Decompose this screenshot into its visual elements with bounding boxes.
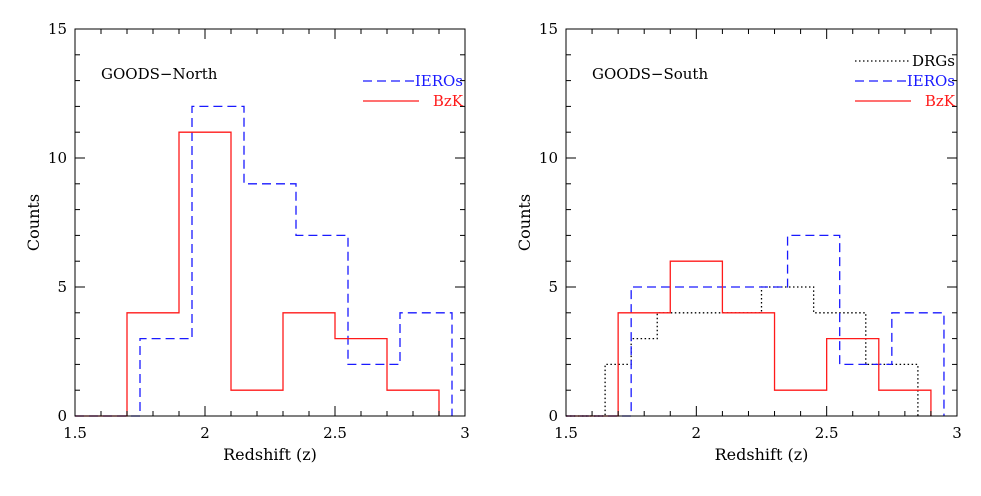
x-tick-label: 1.5 [554,424,578,442]
y-tick-label: 10 [48,149,67,167]
panel-annotation: GOODS−South [592,65,708,83]
x-tick-label: 3 [952,424,962,442]
series-bzk-line [75,131,440,417]
panel-annotation: GOODS−North [101,65,218,83]
y-tick-label: 5 [548,278,558,296]
plot-frame [565,28,958,417]
y-tick-label: 10 [539,149,558,167]
x-tick-label: 1.5 [63,424,87,442]
y-tick-label: 0 [548,407,558,425]
x-tick-label: 2 [692,424,702,442]
legend-label-ieros: IEROs [415,72,463,90]
x-tick-label: 3 [460,424,470,442]
x-tick-label: 2 [200,424,210,442]
legend-label-drgs: DRGs [912,52,955,70]
legend-label-ieros: IEROs [907,72,955,90]
x-tick-label: 2.5 [323,424,347,442]
series-bzk-line [566,260,932,417]
series-ieros-line [566,234,945,417]
plot-frame [74,28,466,417]
y-axis-label: Counts [515,194,534,251]
x-axis-label: Redshift (z) [715,445,809,464]
x-axis-label: Redshift (z) [223,445,317,464]
y-tick-label: 15 [539,20,558,38]
series-ieros-line [75,105,453,417]
x-tick-label: 2.5 [815,424,839,442]
y-axis-label: Counts [24,194,43,251]
y-tick-label: 5 [57,278,67,296]
series-drgs-line [566,286,919,417]
y-tick-label: 15 [48,20,67,38]
y-tick-label: 0 [57,407,67,425]
legend-label-bzk: BzK [433,92,464,110]
legend-label-bzk: BzK [925,92,956,110]
